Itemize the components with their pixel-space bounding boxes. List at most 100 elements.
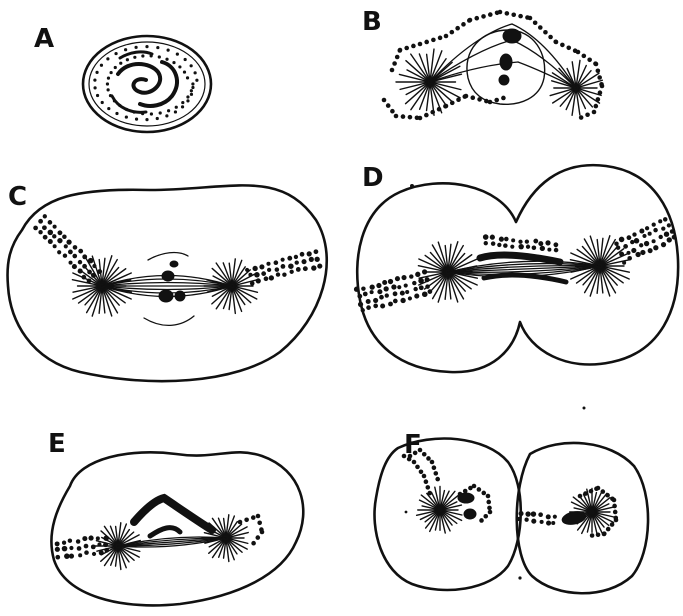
- granule: [444, 104, 449, 109]
- granule: [488, 100, 493, 105]
- granule: [309, 257, 314, 262]
- granule: [392, 61, 397, 66]
- panel-e-telophase: [51, 452, 303, 605]
- granule: [178, 65, 181, 68]
- granule: [472, 484, 477, 489]
- granule: [531, 511, 537, 517]
- granule: [632, 232, 636, 236]
- granule: [551, 521, 555, 525]
- granule: [419, 469, 424, 474]
- panel-f-aster-left: [417, 486, 462, 533]
- granule: [393, 299, 398, 304]
- granule: [95, 71, 98, 74]
- granule: [432, 465, 437, 470]
- granule: [579, 115, 584, 120]
- granule: [653, 228, 657, 232]
- granule: [191, 86, 194, 89]
- granule: [622, 261, 626, 265]
- granule: [418, 278, 424, 284]
- granule: [623, 244, 628, 249]
- granule: [264, 276, 269, 281]
- granule: [477, 97, 482, 102]
- granule: [252, 266, 257, 271]
- granule: [103, 535, 108, 540]
- granule: [125, 115, 128, 118]
- granule: [510, 245, 514, 249]
- granule: [503, 243, 508, 248]
- granule: [282, 272, 286, 276]
- granule: [377, 289, 382, 294]
- granule: [167, 49, 170, 52]
- granule: [303, 266, 308, 271]
- granule: [183, 70, 186, 73]
- granule: [363, 292, 368, 297]
- granule: [481, 491, 486, 496]
- granule: [424, 40, 429, 45]
- granule: [82, 264, 87, 269]
- granule: [96, 94, 99, 97]
- granule: [538, 25, 543, 30]
- granule: [631, 248, 636, 253]
- granule: [490, 235, 495, 240]
- granule: [42, 225, 47, 230]
- granule: [639, 229, 644, 234]
- granule: [165, 114, 168, 117]
- granule: [412, 281, 416, 285]
- granule: [497, 243, 501, 247]
- granule: [616, 245, 620, 249]
- granule: [274, 260, 279, 265]
- granule: [382, 280, 387, 285]
- granule: [505, 11, 510, 16]
- centrosome: [437, 507, 443, 513]
- granule: [97, 542, 101, 546]
- granule: [373, 298, 378, 303]
- granule: [576, 50, 581, 55]
- granule: [76, 539, 80, 543]
- granule: [488, 510, 493, 515]
- granule: [464, 94, 469, 99]
- granule: [526, 245, 530, 249]
- granule: [87, 278, 92, 283]
- granule: [295, 260, 299, 264]
- granule: [190, 93, 193, 96]
- granule: [481, 14, 486, 19]
- granule: [257, 520, 262, 525]
- granule: [126, 58, 129, 61]
- granule: [594, 62, 599, 67]
- granule: [186, 76, 189, 79]
- granule: [433, 471, 438, 476]
- granule: [88, 535, 93, 540]
- granule: [261, 271, 266, 276]
- granule: [538, 241, 543, 246]
- granule: [119, 62, 122, 65]
- granule: [408, 296, 412, 300]
- granule: [425, 277, 430, 282]
- granule: [635, 252, 640, 257]
- granule: [415, 272, 420, 277]
- granule: [400, 298, 405, 303]
- granule: [255, 535, 260, 540]
- granule: [158, 55, 161, 58]
- granule: [540, 520, 544, 524]
- granule: [401, 114, 406, 119]
- granule: [547, 248, 551, 252]
- granule: [640, 250, 645, 255]
- granule: [357, 294, 362, 299]
- granule: [43, 235, 48, 240]
- granule: [594, 104, 599, 109]
- granule: [479, 518, 484, 523]
- granule: [648, 248, 653, 253]
- granule: [422, 474, 427, 479]
- granule: [64, 553, 70, 559]
- granule: [91, 273, 96, 278]
- granule: [62, 541, 66, 545]
- granule: [72, 254, 77, 259]
- granule: [418, 448, 423, 453]
- granule: [525, 239, 529, 243]
- granule: [276, 272, 280, 276]
- granule: [84, 550, 89, 555]
- granule: [394, 114, 399, 119]
- granule: [596, 68, 601, 73]
- granule: [402, 454, 407, 459]
- granule: [175, 106, 178, 109]
